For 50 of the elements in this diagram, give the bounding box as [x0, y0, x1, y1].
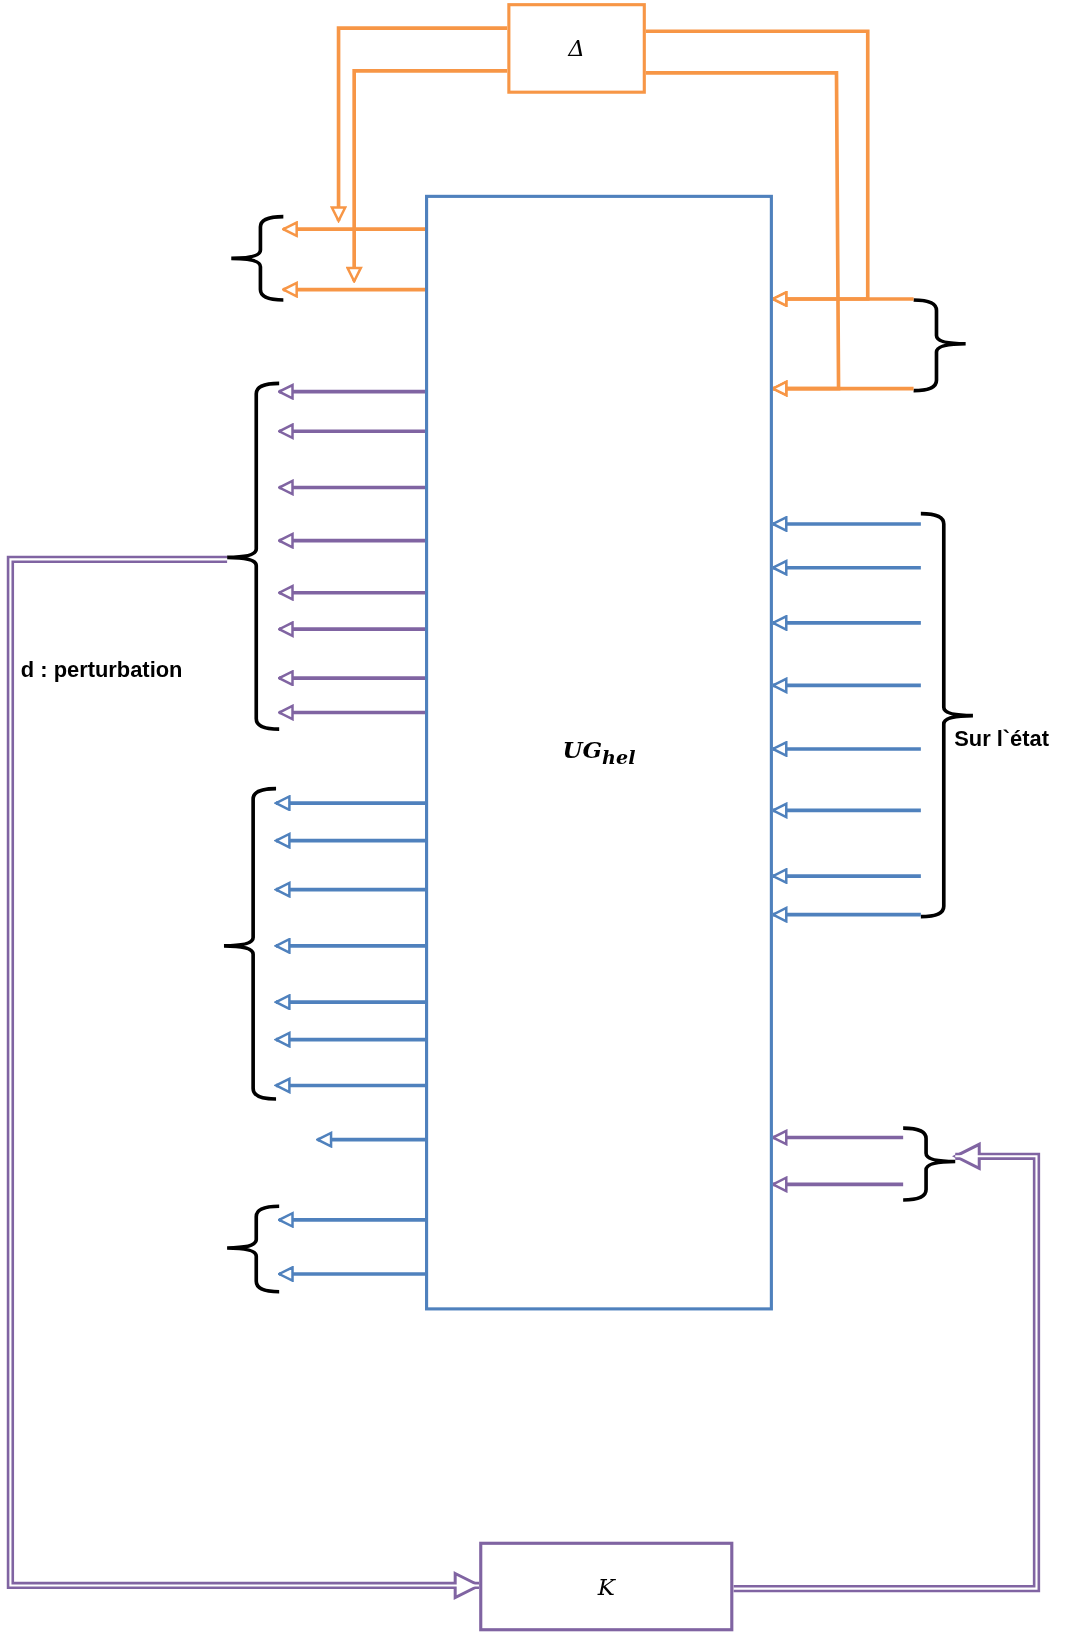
arrow: [274, 832, 425, 849]
arrow: [346, 69, 508, 283]
arrow: [733, 1142, 1041, 1593]
arrow: [771, 868, 921, 884]
arrow: [277, 1211, 425, 1228]
block-label: Δ: [568, 35, 585, 62]
arrow: [771, 677, 921, 694]
arrow: [277, 670, 425, 687]
arrow: [277, 1266, 425, 1282]
arrow: [274, 881, 425, 898]
arrow: [274, 1031, 425, 1048]
arrow: [771, 516, 921, 532]
arrow: [282, 281, 425, 298]
arrow: [277, 584, 425, 601]
arrow: [771, 559, 921, 576]
arrow: [277, 423, 425, 440]
brace: [225, 1204, 280, 1294]
arrow: [277, 621, 425, 638]
arrow: [274, 1077, 425, 1094]
signal-label: Sur l`état: [954, 726, 1049, 752]
arrow: [316, 1131, 425, 1148]
brace: [903, 1126, 958, 1202]
block-box: [507, 3, 646, 94]
arrow: [274, 937, 425, 954]
arrow: [771, 615, 921, 631]
brace: [225, 381, 280, 731]
arrow: [6, 555, 481, 1599]
arrow: [771, 802, 921, 819]
plant-block: [425, 194, 773, 1311]
signal-label: d : perturbation: [20, 657, 183, 683]
arrow: [277, 532, 425, 549]
arrow: [277, 479, 425, 496]
brace: [913, 298, 968, 393]
arrow: [330, 26, 508, 223]
brace: [229, 214, 284, 302]
arrow: [277, 383, 425, 400]
controller-block: [479, 1541, 734, 1632]
arrow: [771, 1176, 904, 1193]
arrow: [274, 795, 425, 812]
arrow: [282, 221, 425, 238]
arrow: [771, 380, 914, 397]
arrow: [771, 1129, 904, 1146]
arrow: [771, 291, 914, 307]
arrow: [274, 994, 425, 1011]
arrow: [277, 704, 425, 721]
arrow: [771, 906, 921, 923]
block-label: UG$_{hel}$: [562, 736, 636, 769]
arrow: [771, 741, 921, 757]
brace: [222, 786, 277, 1101]
block-label: K: [597, 1573, 615, 1600]
